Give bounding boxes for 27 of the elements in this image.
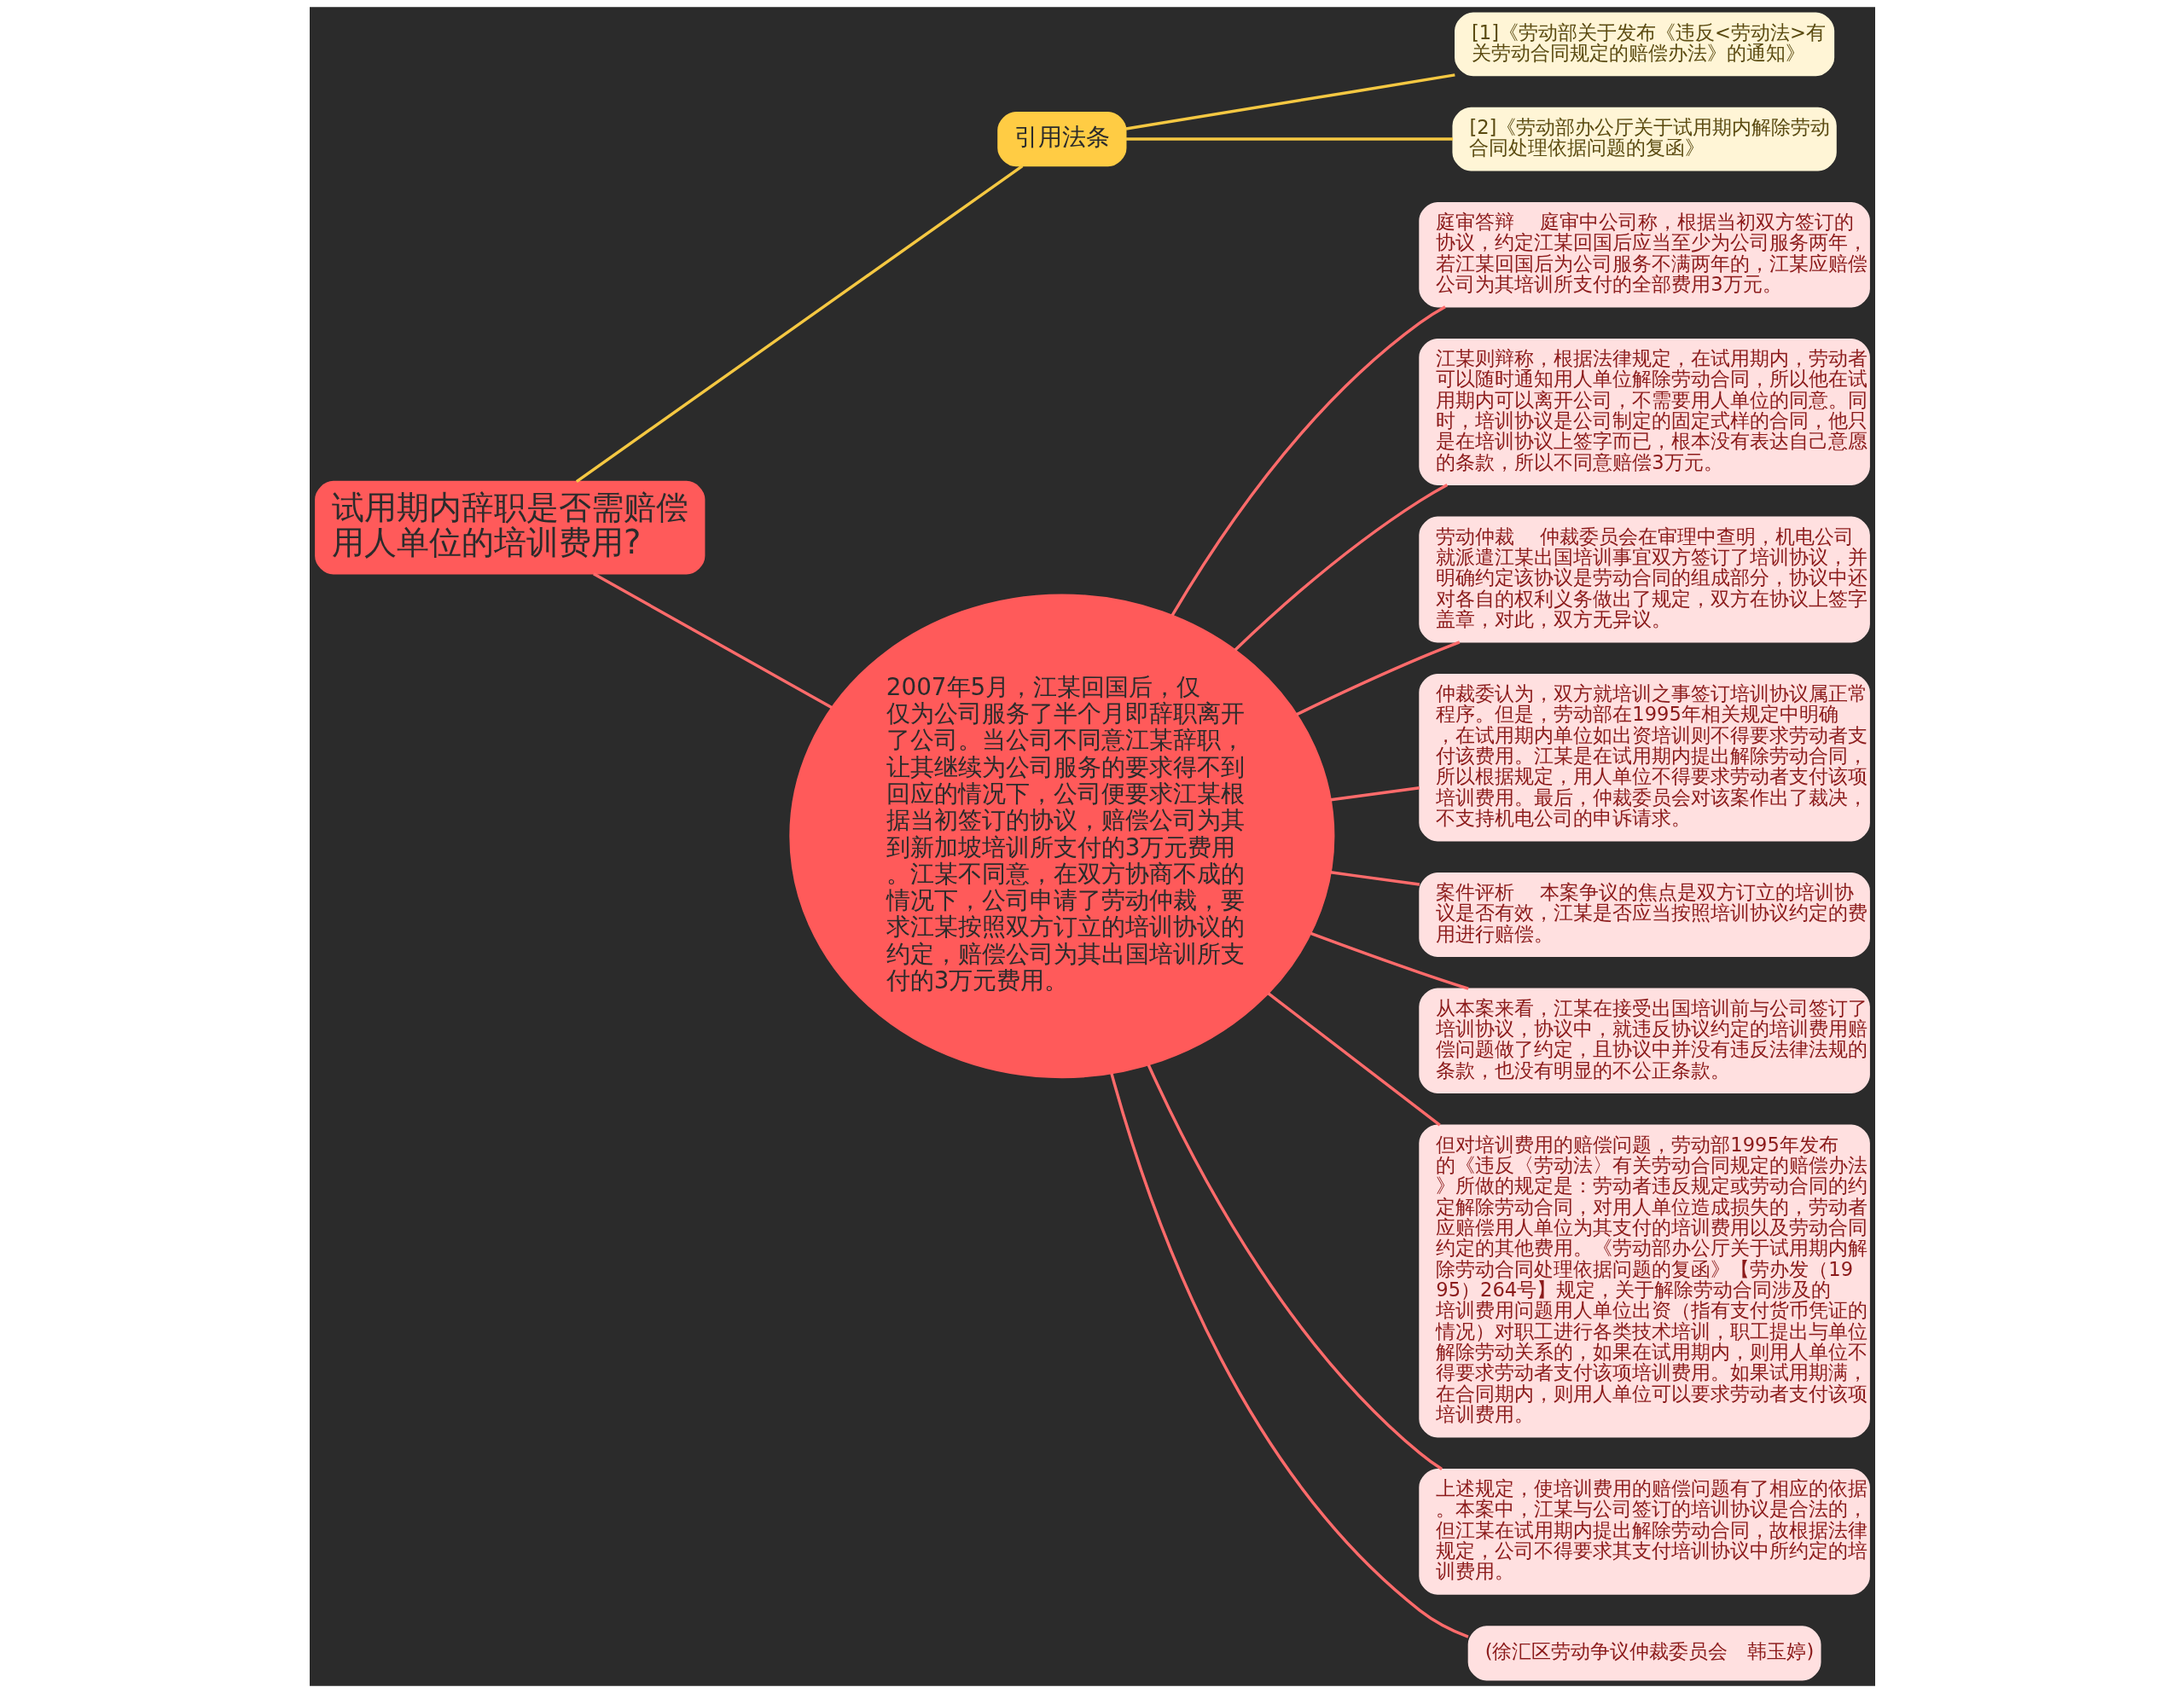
connector bbox=[1330, 871, 1420, 886]
connector bbox=[1125, 73, 1455, 130]
node-box: 但对培训费用的赔偿问题，劳动部1995年发布的《违反〈劳动法〉有关劳动合同规定的赔偿办法》所做的规定是：劳动者违反规定或劳动合同的约定解除劳动合同，对用人单位造成损失的，劳动者应赔偿用人单位为其支付的培训费用以及劳动合同约定的其他费用。《劳动部办公厅关于试用期内解除劳动合同处理依据问题的复函》【劳办发（1995）264号】规定，关于解除劳动合同涉及的培训费用问题用人单位出资（指有支付货币凭证的情况）对职工进行各类技术培训，职工提出与单位解除劳动关系的，如果在试用期内，则用人单位不得要求劳动者支付该项培训费用。如果试用期满，在合同期内，则用人单位可以要求劳动者支付该项培训费用。 bbox=[1418, 1124, 1870, 1438]
connector bbox=[1170, 305, 1446, 617]
connector bbox=[1233, 484, 1448, 652]
connector bbox=[1295, 641, 1460, 716]
node-box: 劳动仲裁 仲裁委员会在审理中查明，机电公司就派遣江某出国培训事宜双方签订了培训协议，并明确约定该协议是劳动合同的组成部分，协议中还对各自的权利义务做出了规定，双方在协议上签字盖章，对此，双方无异议。 bbox=[1418, 516, 1870, 643]
node-ellipse: 2007年5月，江某回国后，仅仅为公司服务了半个月即辞职离开了公司。当公司不同意江某辞职，让其继续为公司服务的要求得不到回应的情况下，公司便要求江某根据当初签订的协议，赔偿公司为其到新加坡培训所支付的3万元费用。江某不同意，在双方协商不成的情况下，公司申请了劳动仲裁，要求江某按照双方订立的培训协议的约定，赔偿公司为其出国培训所支付的3万元费用。 bbox=[788, 594, 1334, 1079]
node-box: 仲裁委认为，双方就培训之事签订培训协议属正常程序。但是，劳动部在1995年相关规定中明确，在试用期内单位如出资培训则不得要求劳动者支付该费用。江某是在试用期内提出解除劳动合同，所以根据规定，用人单位不得要求劳动者支付该项培训费用。最后，仲裁委员会对该案作出了裁决，不支持机电公司的申诉请求。 bbox=[1418, 673, 1870, 842]
node-box: 案件评析 本案争议的焦点是双方订立的培训协议是否有效，江某是否应当按照培训协议约定的费用进行赔偿。 bbox=[1418, 872, 1870, 958]
connector bbox=[592, 572, 833, 710]
connector bbox=[1330, 786, 1420, 802]
node-box: 江某则辩称，根据法律规定，在试用期内，劳动者可以随时通知用人单位解除劳动合同，所以他在试用期内可以离开公司，不需要用人单位的同意。同时，培训协议是公司制定的固定式样的合同，他只是在培训协议上签字而已，根本没有表达自己意愿的条款，所以不同意赔偿3万元。 bbox=[1418, 338, 1870, 486]
node-box: 从本案来看，江某在接受出国培训前与公司签订了培训协议，协议中，就违反协议约定的培训费用赔偿问题做了约定，且协议中并没有违反法律法规的条款，也没有明显的不公正条款。 bbox=[1418, 988, 1870, 1093]
connector bbox=[1125, 137, 1453, 141]
node-box: [2]《劳动部办公厅关于试用期内解除劳动合同处理依据问题的复函》 bbox=[1451, 107, 1837, 171]
connector bbox=[1147, 1064, 1443, 1471]
node-box: 试用期内辞职是否需赔偿用人单位的培训费用? bbox=[314, 480, 705, 575]
connector bbox=[1109, 1073, 1469, 1638]
node-box: 上述规定，使培训费用的赔偿问题有了相应的依据。本案中，江某与公司签订的培训协议是合法的，但江某在试用期内提出解除劳动合同，故根据法律规定，公司不得要求其支付培训协议中所约定的培训费用。 bbox=[1418, 1468, 1870, 1595]
node-box: 庭审答辩 庭审中公司称，根据当初双方签订的协议，约定江某回国后应当至少为公司服务两年，若江某回国后为公司服务不满两年的，江某应赔偿公司为其培训所支付的全部费用3万元。 bbox=[1418, 201, 1870, 308]
node-box: 引用法条 bbox=[996, 111, 1126, 167]
connector bbox=[1267, 992, 1441, 1127]
connector bbox=[1310, 931, 1469, 990]
node-box: (徐汇区劳动争议仲裁委员会 韩玉婷) bbox=[1467, 1626, 1821, 1681]
node-box: [1]《劳动部关于发布《违反<劳动法>有关劳动合同规定的赔偿办法》的通知》 bbox=[1454, 12, 1834, 77]
connector bbox=[575, 165, 1023, 483]
